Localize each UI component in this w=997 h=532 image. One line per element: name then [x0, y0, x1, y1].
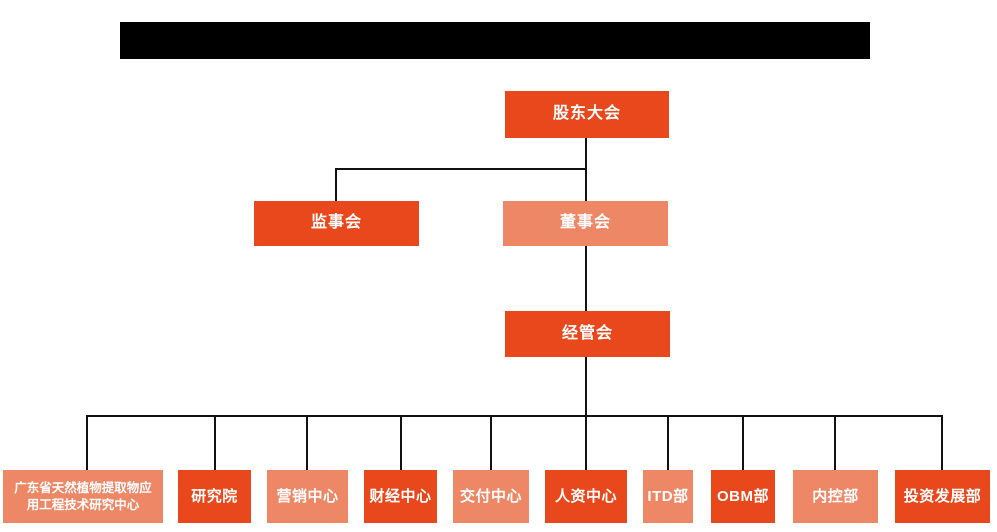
org-node-supervisory-board: 监事会: [254, 201, 419, 246]
org-node-department-investment-development: 投资发展部: [895, 470, 990, 523]
org-node-board-of-directors: 董事会: [503, 201, 668, 246]
org-node-department-research-center: 广东省天然植物提取物应 用工程技术研究中心: [3, 470, 163, 523]
connector-line: [585, 357, 587, 416]
org-node-department-hr-center: 人资中心: [545, 470, 627, 523]
connector-line: [336, 168, 587, 170]
connector-line: [306, 415, 308, 470]
org-node-department-delivery-center: 交付中心: [453, 470, 529, 523]
org-node-management-committee: 经管会: [505, 311, 670, 357]
connector-line: [400, 415, 402, 470]
org-node-department-finance-center: 财经中心: [364, 470, 437, 523]
connector-line: [941, 415, 943, 470]
org-node-shareholders-meeting: 股东大会: [505, 91, 669, 138]
redacted-title-bar: [120, 22, 870, 59]
org-node-department-marketing-center: 营销中心: [267, 470, 348, 523]
connector-line: [667, 415, 669, 470]
connector-line: [585, 415, 587, 470]
connector-line: [86, 415, 943, 417]
connector-line: [214, 415, 216, 470]
connector-line: [490, 415, 492, 470]
connector-line: [86, 415, 88, 470]
connector-line: [335, 168, 337, 201]
connector-line: [834, 415, 836, 470]
org-node-department-obm: OBM部: [711, 470, 775, 523]
connector-line: [585, 246, 587, 311]
org-node-department-internal-control: 内控部: [793, 470, 878, 523]
org-node-department-itd: ITD部: [643, 470, 693, 523]
org-node-department-research-institute: 研究院: [178, 470, 251, 523]
connector-line: [742, 415, 744, 470]
